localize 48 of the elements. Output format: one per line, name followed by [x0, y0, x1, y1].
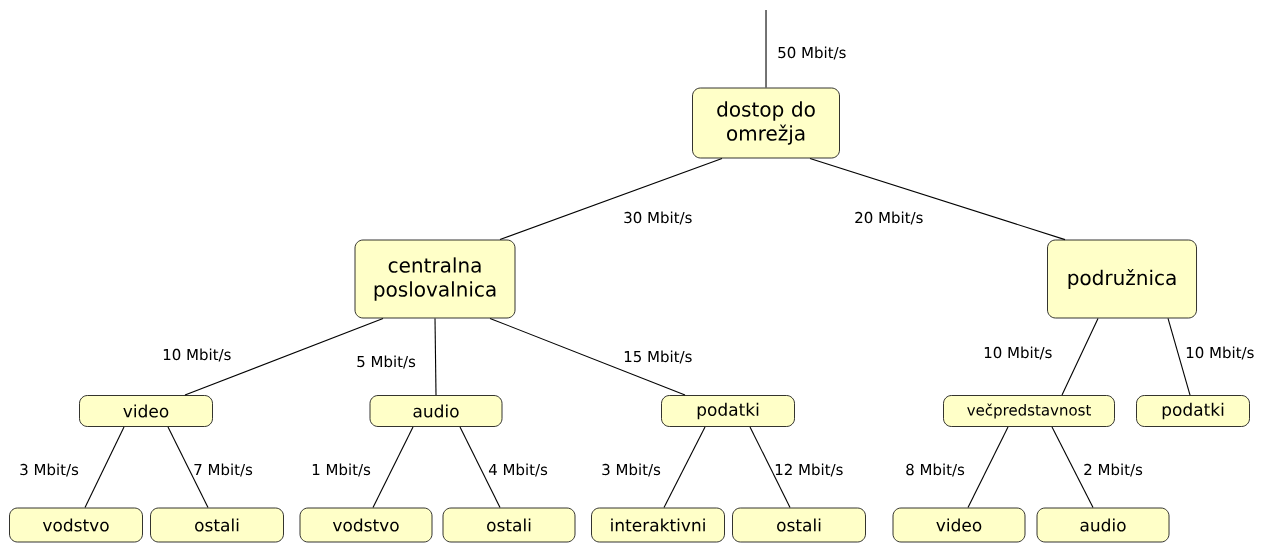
- edge-label: 20 Mbit/s: [855, 211, 923, 225]
- edge-label: 12 Mbit/s: [775, 463, 843, 477]
- leaf-box: vodstvo: [9, 507, 143, 543]
- connector-line: [967, 426, 1009, 509]
- connector-line: [84, 426, 125, 509]
- leaf-box: ostali: [442, 507, 576, 543]
- category-box: video: [79, 395, 213, 427]
- leaf-box: ostali: [150, 507, 284, 543]
- edge-label: 5 Mbit/s: [357, 355, 416, 369]
- edge-label: 50 Mbit/s: [778, 46, 846, 60]
- connector-line: [499, 157, 723, 241]
- category-box: podatki: [661, 395, 795, 427]
- edge-label: 30 Mbit/s: [624, 211, 692, 225]
- edge-label: 7 Mbit/s: [194, 463, 253, 477]
- network-box: podružnica: [1047, 239, 1197, 319]
- leaf-box: audio: [1036, 507, 1170, 543]
- network-box: centralna poslovalnica: [354, 239, 516, 319]
- edge-label: 3 Mbit/s: [20, 463, 79, 477]
- connector-line: [663, 426, 706, 509]
- connector-line: [167, 426, 209, 509]
- edge-label: 10 Mbit/s: [1186, 346, 1254, 360]
- connector-line: [1167, 317, 1191, 396]
- edge-label: 8 Mbit/s: [906, 463, 965, 477]
- leaf-box: video: [892, 507, 1026, 543]
- connector-line: [765, 9, 767, 89]
- edge-label: 10 Mbit/s: [984, 346, 1052, 360]
- category-box: podatki: [1136, 395, 1250, 427]
- connector-line: [184, 317, 384, 396]
- network-box: dostop do omrežja: [692, 87, 840, 159]
- edge-label: 2 Mbit/s: [1084, 463, 1143, 477]
- connector-line: [749, 426, 791, 509]
- leaf-box: ostali: [732, 507, 866, 543]
- connector-line: [1051, 426, 1094, 509]
- edge-label: 1 Mbit/s: [312, 463, 371, 477]
- connector-line: [489, 317, 686, 396]
- connector-line: [809, 157, 1066, 241]
- leaf-box: vodstvo: [299, 507, 433, 543]
- edge-label: 15 Mbit/s: [624, 350, 692, 364]
- connector-line: [372, 426, 414, 509]
- edge-label: 4 Mbit/s: [488, 463, 548, 477]
- category-box: audio: [369, 395, 503, 427]
- leaf-box: interaktivni: [591, 507, 725, 543]
- connector-line: [1061, 317, 1099, 396]
- edge-label: 3 Mbit/s: [602, 463, 661, 477]
- connector-line: [434, 317, 437, 396]
- connector-line: [459, 426, 501, 509]
- edge-label: 10 Mbit/s: [163, 348, 231, 362]
- category-box: večpredstavnost: [943, 395, 1115, 427]
